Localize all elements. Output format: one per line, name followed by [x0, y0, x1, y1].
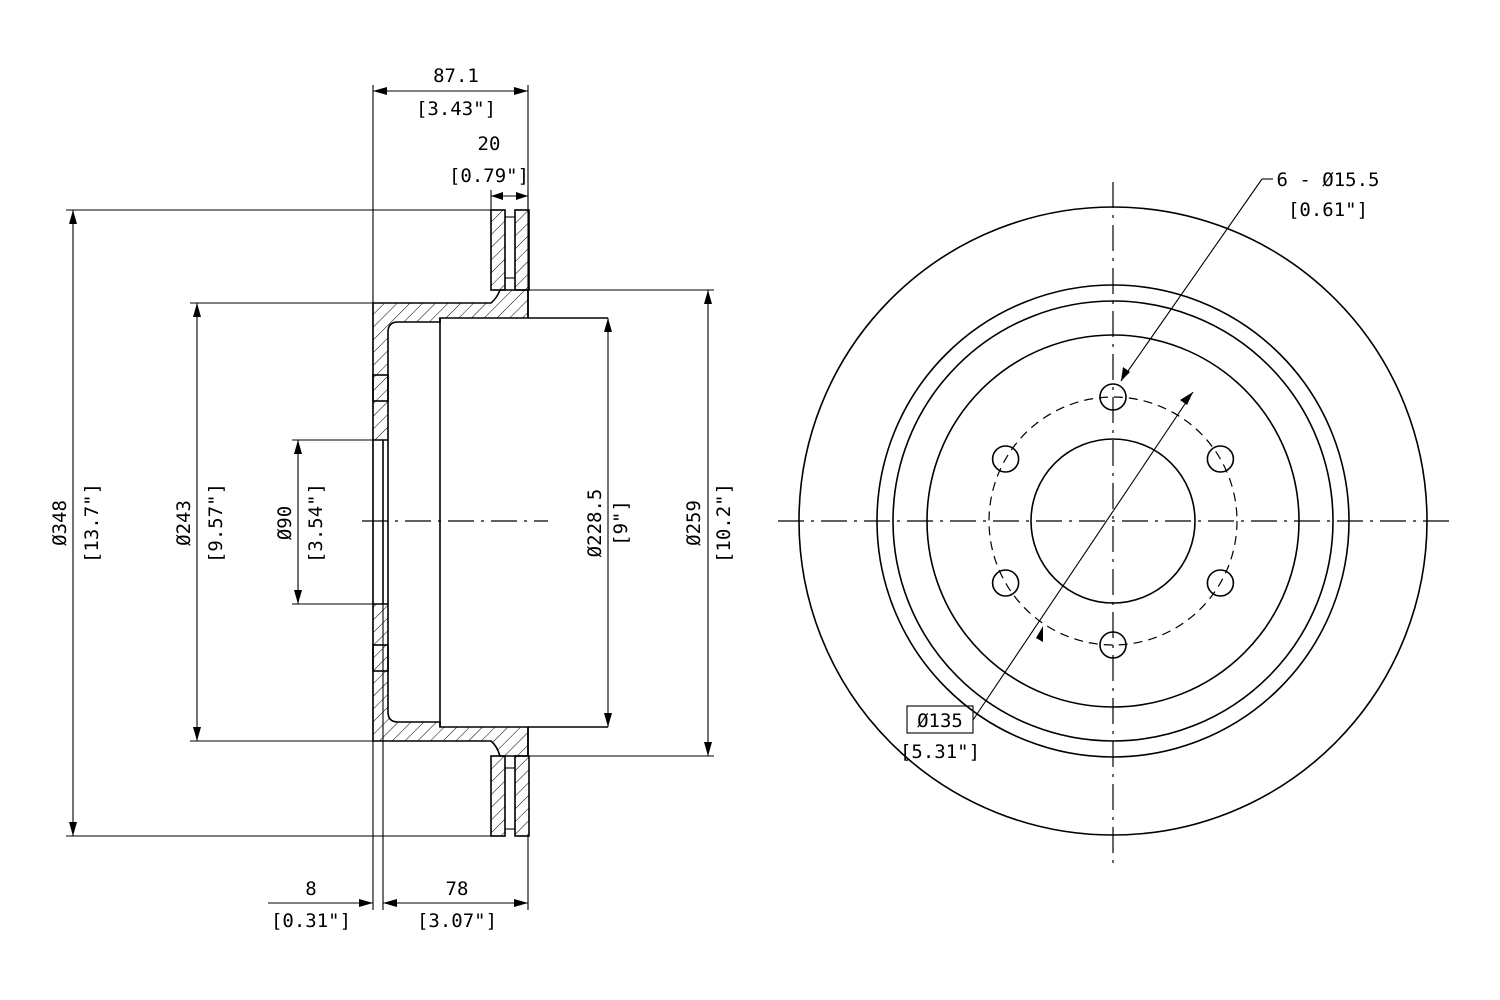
flange-thickness-mm: 8	[305, 878, 316, 900]
rotor-plate-inner-top	[514, 209, 530, 291]
center-bore-inch: [3.54"]	[305, 483, 327, 563]
center-bore-mm: Ø90	[274, 506, 296, 540]
overall-width-mm: 87.1	[433, 65, 479, 87]
side-view	[362, 209, 608, 837]
bolt-hole	[991, 569, 1020, 597]
bolt-circle-inch: [5.31"]	[900, 741, 980, 763]
hat-dia-mm: Ø243	[173, 500, 195, 546]
bolt-circle	[988, 396, 1238, 646]
outer-dia-mm: Ø348	[49, 500, 71, 546]
front-dimensions	[906, 178, 1273, 734]
inner-dia-mm: Ø228.5	[584, 489, 606, 558]
rotor-plate-outer-bottom	[490, 755, 506, 837]
bolt-hole	[1206, 445, 1235, 473]
hat-outer-mm: Ø259	[683, 500, 705, 546]
hat-outer-inch: [10.2"]	[713, 483, 735, 563]
rotor-width-inch: [0.79"]	[449, 165, 529, 187]
rotor-plate-outer-top	[490, 209, 506, 291]
bolt-holes-mm: 6 - Ø15.5	[1277, 169, 1380, 191]
hat-height-inch: [3.07"]	[417, 910, 497, 932]
bolt-circle-mm: Ø135	[917, 710, 963, 732]
front-labels: 6 - Ø15.5 [0.61"] Ø135 [5.31"]	[900, 169, 1380, 763]
overall-width-inch: [3.43"]	[416, 98, 496, 120]
inner-dia-inch: [9"]	[610, 500, 632, 546]
bolt-hole	[1206, 569, 1235, 597]
flange-thickness-inch: [0.31"]	[271, 910, 351, 932]
hat-dia-inch: [9.57"]	[205, 483, 227, 563]
front-view	[778, 182, 1452, 865]
bolt-hole	[991, 445, 1020, 473]
hat-height-mm: 78	[446, 878, 469, 900]
rotor-width-mm: 20	[478, 133, 501, 155]
bolt-holes-inch: [0.61"]	[1288, 199, 1368, 221]
side-labels: 87.1 [3.43"] 20 [0.79"] Ø348 [13.7"] Ø24…	[49, 65, 735, 932]
side-dimensions	[66, 85, 714, 910]
bolt-circle-box	[906, 705, 974, 734]
hat-wall-top	[372, 289, 529, 441]
outer-dia-inch: [13.7"]	[81, 483, 103, 563]
hat-wall-bottom	[372, 603, 529, 757]
rotor-plate-inner-bottom	[514, 755, 530, 837]
